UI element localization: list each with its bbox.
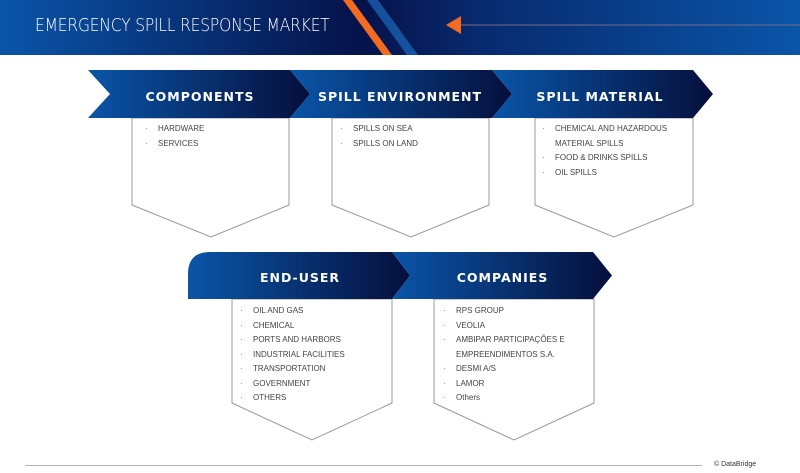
segment-label-spill-material: SPILL MATERIAL bbox=[536, 89, 664, 104]
list-item: VEOLIA bbox=[443, 319, 588, 334]
segment-label-components: COMPONENTS bbox=[145, 89, 255, 104]
list-item: SPILLS ON SEA bbox=[340, 122, 485, 137]
header-banner bbox=[0, 0, 800, 55]
list-item: TRANSPORTATION bbox=[240, 362, 390, 377]
list-item: AMBIPAR PARTICIPAÇÕES E EMPREENDIMENTOS … bbox=[443, 333, 588, 362]
list-item: PORTS AND HARBORS bbox=[240, 333, 390, 348]
spill-material-list: CHEMICAL AND HAZARDOUS MATERIAL SPILLS F… bbox=[542, 122, 682, 180]
list-item: GOVERNMENT bbox=[240, 377, 390, 392]
chevron-spill-environment bbox=[290, 70, 512, 118]
header-blue-stripe bbox=[367, 0, 418, 55]
chevron-companies bbox=[392, 252, 612, 299]
components-list: HARDWARE SERVICES bbox=[145, 122, 285, 151]
header-arrow-icon bbox=[446, 16, 461, 34]
list-item: SPILLS ON LAND bbox=[340, 137, 485, 152]
companies-list: RPS GROUP VEOLIA AMBIPAR PARTICIPAÇÕES E… bbox=[443, 304, 588, 406]
list-item: CHEMICAL bbox=[240, 319, 390, 334]
list-item: HARDWARE bbox=[145, 122, 285, 137]
segment-label-companies: COMPANIES bbox=[456, 270, 549, 285]
end-user-list: OIL AND GAS CHEMICAL PORTS AND HARBORS I… bbox=[240, 304, 390, 406]
segment-label-end-user: END-USER bbox=[259, 270, 341, 285]
list-item: INDUSTRIAL FACILITIES bbox=[240, 348, 390, 363]
tab-end-user bbox=[188, 252, 410, 299]
spill-environment-list: SPILLS ON SEA SPILLS ON LAND bbox=[340, 122, 485, 151]
list-item: LAMOR bbox=[443, 377, 588, 392]
list-item: RPS GROUP bbox=[443, 304, 588, 319]
list-item: OIL AND GAS bbox=[240, 304, 390, 319]
chevron-components bbox=[88, 70, 310, 118]
list-item: FOOD & DRINKS SPILLS bbox=[542, 151, 682, 166]
list-item: SERVICES bbox=[145, 137, 285, 152]
chevron-spill-material bbox=[492, 70, 713, 118]
header-orange-stripe bbox=[343, 0, 392, 55]
list-item: CHEMICAL AND HAZARDOUS MATERIAL SPILLS bbox=[542, 122, 682, 151]
list-item: Others bbox=[443, 391, 588, 406]
copyright-text: © DataBridge bbox=[714, 461, 757, 468]
page-title: EMERGENCY SPILL RESPONSE MARKET bbox=[35, 15, 330, 36]
list-item: OIL SPILLS bbox=[542, 166, 682, 181]
list-item: DESMI A/S bbox=[443, 362, 588, 377]
segment-label-spill-environment: SPILL ENVIRONMENT bbox=[317, 89, 483, 104]
list-item: OTHERS bbox=[240, 391, 390, 406]
footer-divider bbox=[25, 465, 702, 466]
